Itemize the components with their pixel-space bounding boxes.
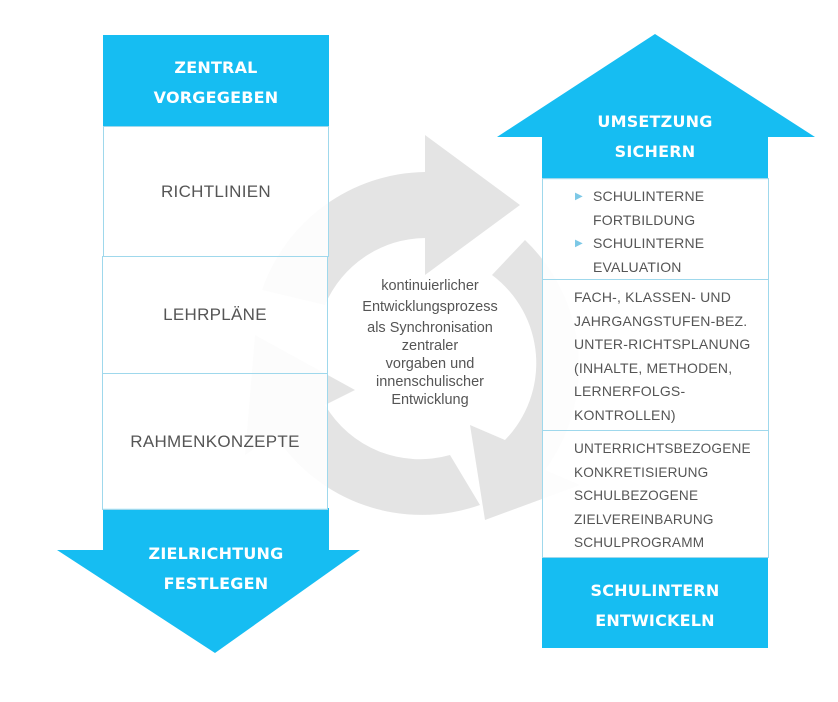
right-box-planning: FACH-, KLASSEN- UND JAHRGANGSTUFEN-BEZ. … bbox=[542, 279, 769, 431]
measures-list: ▶ SCHULINTERNE FORTBILDUNG ▶ SCHULINTERN… bbox=[575, 185, 768, 279]
left-item-rahmenkonzepte: RAHMENKONZEPTE bbox=[102, 373, 328, 510]
left-item-label: RICHTLINIEN bbox=[160, 181, 272, 201]
center-line: vorgaben und bbox=[385, 356, 475, 372]
concretization-line: ZIELVEREINBARUNG bbox=[574, 511, 714, 527]
left-item-label: LEHRPLÄNE bbox=[163, 305, 267, 324]
arrow-down-icon bbox=[57, 508, 360, 653]
right-footer-line-1: SCHULINTERN bbox=[590, 581, 720, 600]
triangle-bullet-icon: ▶ bbox=[575, 191, 583, 202]
concretization-line: SCHULBEZOGENE bbox=[574, 488, 699, 503]
right-arrow-label: UMSETZUNG SICHERN bbox=[542, 107, 768, 167]
left-header-bg bbox=[103, 35, 329, 126]
right-box-concretization: UNTERRICHTSBEZOGENE KONKRETISIERUNG SCHU… bbox=[542, 430, 769, 558]
arrow-up-icon bbox=[497, 34, 815, 180]
planning-line: JAHRGANGSTUFEN-BEZ. bbox=[574, 312, 748, 329]
triangle-bullet-icon: ▶ bbox=[575, 238, 583, 249]
planning-line: KONTROLLEN) bbox=[574, 406, 676, 423]
concretization-line: SCHULPROGRAMM bbox=[574, 535, 705, 550]
concretization-line: UNTERRICHTSBEZOGENE bbox=[574, 441, 751, 456]
right-box-measures: ▶ SCHULINTERNE FORTBILDUNG ▶ SCHULINTERN… bbox=[542, 178, 769, 280]
right-footer-bg bbox=[542, 557, 768, 648]
center-description: kontinuierlicher Entwicklungsprozess als… bbox=[340, 276, 520, 411]
planning-line: UNTER-RICHTSPLANUNG bbox=[574, 336, 751, 352]
left-header-line-2: VORGEGEBEN bbox=[153, 88, 279, 107]
right-footer: SCHULINTERN ENTWICKELN bbox=[542, 576, 768, 636]
left-item-richtlinien: RICHTLINIEN bbox=[103, 126, 329, 257]
left-arrow-label-line-1: ZIELRICHTUNG bbox=[148, 544, 284, 563]
center-line: Entwicklung bbox=[391, 392, 469, 408]
center-line: zentraler bbox=[401, 338, 459, 354]
right-arrow-label-line-1: UMSETZUNG bbox=[597, 112, 713, 131]
planning-line: LERNERFOLGS- bbox=[574, 383, 686, 399]
right-footer-line-2: ENTWICKELN bbox=[595, 611, 715, 630]
center-line: kontinuierlicher bbox=[381, 278, 479, 294]
left-arrow-label: ZIELRICHTUNG FESTLEGEN bbox=[103, 539, 329, 599]
left-item-lehrplaene: LEHRPLÄNE bbox=[102, 256, 328, 374]
list-item: ▶ SCHULINTERNE FORTBILDUNG bbox=[575, 185, 768, 232]
center-line: innenschulischer bbox=[375, 374, 484, 390]
concretization-line: KONKRETISIERUNG bbox=[574, 464, 709, 480]
planning-line: (INHALTE, METHODEN, bbox=[574, 359, 733, 376]
list-item: ▶ SCHULINTERNE EVALUATION bbox=[575, 232, 768, 279]
left-header-line-1: ZENTRAL bbox=[174, 58, 258, 77]
left-arrow-label-line-2: FESTLEGEN bbox=[163, 574, 269, 593]
center-line: als Synchronisation bbox=[367, 320, 493, 336]
left-header: ZENTRAL VORGEGEBEN bbox=[103, 53, 329, 113]
planning-line: FACH-, KLASSEN- UND bbox=[574, 289, 732, 305]
right-arrow-label-line-2: SICHERN bbox=[614, 142, 696, 161]
left-item-label: RAHMENKONZEPTE bbox=[130, 431, 300, 451]
center-line: Entwicklungsprozess bbox=[362, 299, 498, 315]
